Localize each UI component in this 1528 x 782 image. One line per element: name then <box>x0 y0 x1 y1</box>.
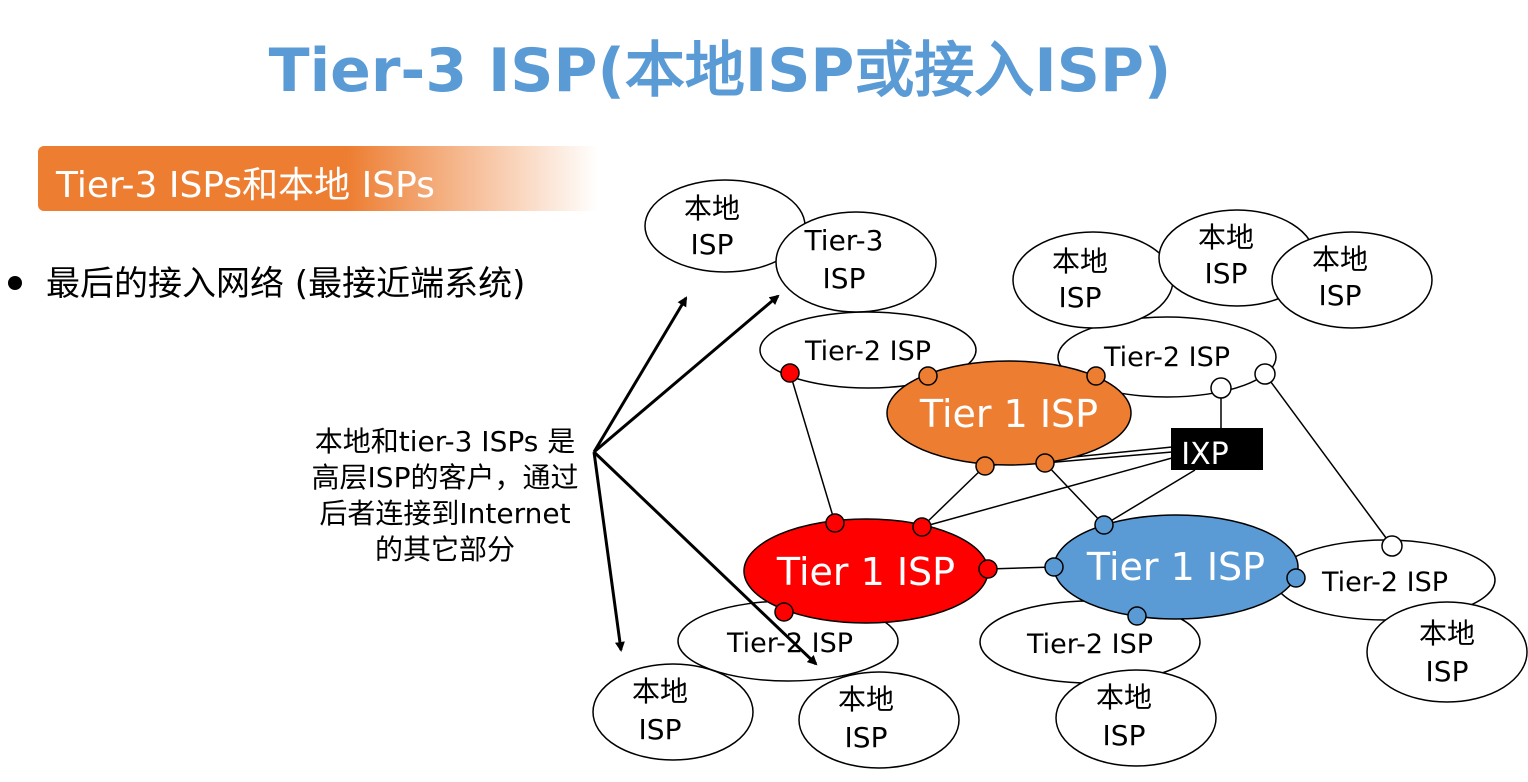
router-dot <box>1254 363 1276 385</box>
link-line <box>1103 469 1196 526</box>
router-dot <box>1094 515 1114 535</box>
router-dot <box>825 513 845 533</box>
link-line <box>1044 462 1105 526</box>
link-line <box>1264 373 1393 547</box>
bullet-text: 最后的接入网络 (最接近端系统) <box>46 264 526 304</box>
link-line <box>789 372 836 524</box>
router-dot <box>1286 568 1306 588</box>
local-label-line1: 本地 <box>1052 245 1108 278</box>
link-line <box>921 465 986 528</box>
tier2-label: Tier-2 ISP <box>1026 629 1153 660</box>
local-label-line2: ISP <box>691 228 734 261</box>
ixp-label: IXP <box>1181 437 1229 472</box>
router-dot <box>912 517 932 537</box>
router-dot <box>1381 535 1403 557</box>
router-dot <box>780 363 800 383</box>
tier2-label: Tier-2 ISP <box>726 628 853 659</box>
annotation-line: 后者连接到Internet <box>319 497 571 530</box>
tier1-label-blue: Tier 1 ISP <box>1086 545 1265 589</box>
local-isp-ellipse <box>1366 601 1528 703</box>
router-dot <box>774 602 794 622</box>
local-isp-ellipse <box>1055 669 1217 767</box>
tier1-label-red: Tier 1 ISP <box>776 550 955 594</box>
local-label-line2: ISP <box>1103 719 1146 752</box>
local-label-line2: ISP <box>845 721 888 754</box>
annotation-line: 高层ISP的客户，通过 <box>311 461 579 494</box>
local-label-line2: ISP <box>1426 655 1469 688</box>
local-label-line1: 本地 <box>1312 243 1368 276</box>
local-label-line2: ISP <box>1205 257 1248 290</box>
tier2-label: Tier-2 ISP <box>804 336 931 367</box>
section-banner: Tier-3 ISPs和本地 ISPs <box>38 146 598 211</box>
tier1-ellipse-orange <box>886 360 1132 466</box>
page-title: Tier-3 ISP(本地ISP或接入ISP) <box>268 36 1172 106</box>
bullet-dot-icon <box>8 275 22 290</box>
local-label-line1: 本地 <box>1096 681 1152 714</box>
router-dot <box>975 456 995 476</box>
arrow-line <box>593 294 780 454</box>
ixp-box <box>1171 428 1263 470</box>
banner-text: Tier-3 ISPs和本地 ISPs <box>56 165 435 206</box>
local-label-line1: 本地 <box>838 683 894 716</box>
annotation-line: 的其它部分 <box>374 533 515 566</box>
link-line <box>1044 451 1173 464</box>
tier2-ellipse-top-right <box>1057 316 1277 398</box>
tier1-label-orange: Tier 1 ISP <box>919 392 1098 436</box>
annotation-text: 本地和tier-3 ISPs 是 高层ISP的客户，通过 后者连接到Intern… <box>290 424 600 568</box>
local-label-line1: 本地 <box>1198 221 1254 254</box>
local-label-line1: 本地 <box>1419 617 1475 650</box>
local-isp-ellipse <box>798 671 960 769</box>
tier2-label: Tier-2 ISP <box>1103 342 1230 373</box>
arrow-line <box>592 451 625 652</box>
arrow-line <box>592 296 688 453</box>
local-label-line2: ISP <box>639 713 682 746</box>
tier3-label-line2: ISP <box>823 262 866 295</box>
router-dot <box>1210 377 1232 399</box>
annotation-line: 本地和tier-3 ISPs 是 <box>314 425 576 458</box>
link-line <box>987 566 1055 570</box>
local-label-line1: 本地 <box>632 675 688 708</box>
local-label-line1: 本地 <box>684 192 740 225</box>
router-dot <box>978 559 998 579</box>
link-line <box>921 457 1173 528</box>
bullet-item: 最后的接入网络 (最接近端系统) <box>8 256 525 305</box>
local-label-line2: ISP <box>1059 281 1102 314</box>
router-dot <box>918 366 938 386</box>
router-dot <box>1127 606 1147 626</box>
tier3-isp-ellipse <box>775 211 937 313</box>
router-dot <box>1035 453 1055 473</box>
tier2-label: Tier-2 ISP <box>1321 567 1448 598</box>
router-dot <box>1086 366 1106 386</box>
local-isp-ellipse <box>1271 231 1433 329</box>
local-isp-ellipse <box>592 663 754 761</box>
local-label-line2: ISP <box>1319 279 1362 312</box>
annotation-arrows <box>592 294 818 666</box>
router-dot <box>1044 557 1064 577</box>
tier3-label-line1: Tier-3 <box>804 224 884 257</box>
router-dots <box>774 363 1403 626</box>
arrow-line <box>592 450 818 666</box>
